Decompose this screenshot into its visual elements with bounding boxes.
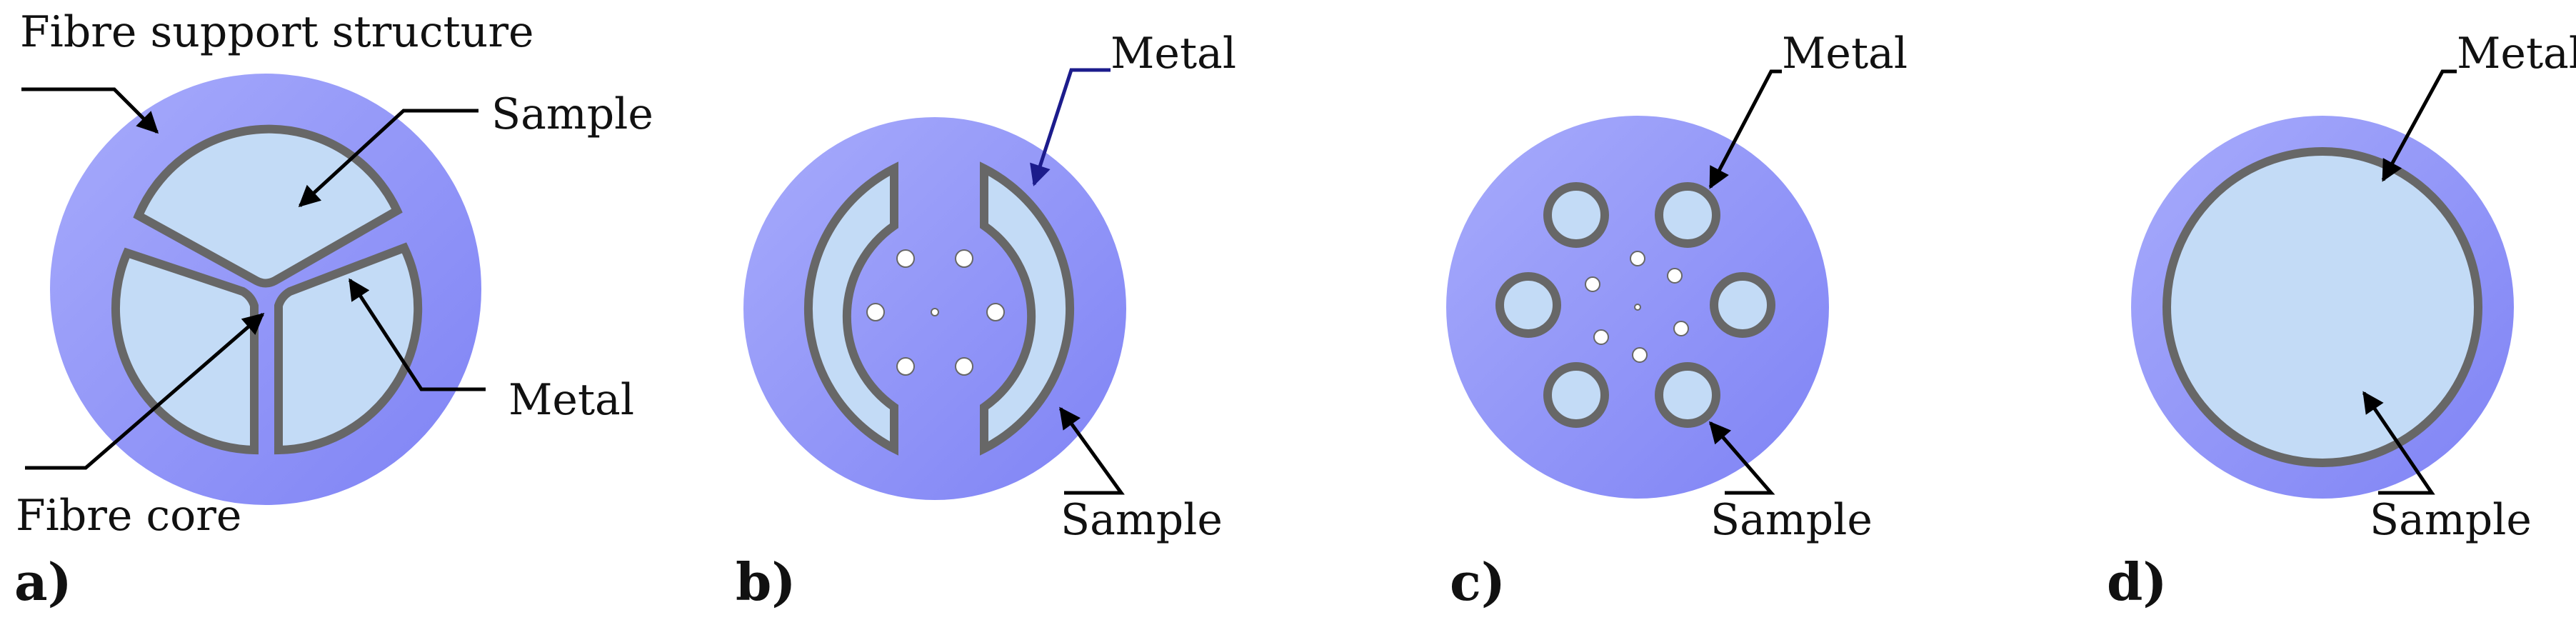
- leader-metal-d: [2381, 69, 2457, 182]
- panel-label-d: d): [2107, 551, 2167, 612]
- air-holes-c: [1585, 251, 1689, 363]
- sample-sector-left: [111, 247, 259, 455]
- sample-channel: [1543, 182, 1609, 248]
- leader-core-a: [25, 313, 265, 470]
- label-metal-b: Metal: [1111, 29, 1236, 79]
- panel-a: Fibre support structure Sample Metal Fib…: [14, 7, 653, 612]
- leader-sample-d: [2362, 391, 2435, 495]
- label-fibre-support-structure: Fibre support structure: [20, 7, 534, 57]
- label-metal-d: Metal: [2457, 29, 2576, 79]
- label-sample-c: Sample: [1710, 495, 1873, 545]
- panel-label-a: a): [14, 551, 72, 612]
- panel-label-c: c): [1450, 551, 1505, 612]
- air-hole: [896, 249, 915, 268]
- sample-core-d: [2162, 147, 2482, 467]
- label-fibre-core: Fibre core: [16, 491, 241, 541]
- air-hole-center: [1634, 304, 1641, 311]
- leader-sample-b: [1058, 406, 1125, 495]
- air-hole: [1673, 321, 1689, 336]
- label-sample-b: Sample: [1061, 495, 1223, 545]
- air-holes-b: [866, 249, 1005, 376]
- sample-channel: [1495, 272, 1561, 338]
- air-hole: [1632, 347, 1648, 363]
- air-hole-center: [931, 308, 939, 316]
- panel-b: Metal Sample b): [736, 29, 1236, 612]
- leader-metal-c: [1708, 69, 1782, 189]
- sample-channel: [1655, 362, 1720, 428]
- label-metal-a: Metal: [508, 375, 634, 425]
- sample-crescent-right: [980, 161, 1075, 456]
- sample-channel: [1655, 182, 1720, 248]
- sample-channel: [1543, 362, 1609, 428]
- air-hole: [986, 303, 1005, 321]
- leader-sample-c: [1709, 421, 1775, 495]
- air-hole: [1667, 268, 1683, 284]
- air-hole: [866, 303, 885, 321]
- air-hole: [1585, 276, 1600, 292]
- air-hole: [1630, 251, 1645, 266]
- leader-metal-a: [348, 278, 486, 391]
- sample-channel: [1710, 272, 1775, 338]
- label-sample-a: Sample: [491, 89, 653, 139]
- air-hole: [955, 357, 973, 376]
- sample-sector-right: [274, 242, 423, 455]
- air-hole: [896, 357, 915, 376]
- sample-channels-c: [1495, 182, 1775, 428]
- leader-support-a: [21, 87, 159, 134]
- panel-d: Metal Sample d): [2107, 29, 2576, 612]
- air-hole: [955, 249, 973, 268]
- leader-sample-a: [298, 109, 478, 208]
- panel-label-b: b): [736, 551, 796, 612]
- leader-metal-b: [1030, 68, 1111, 186]
- label-sample-d: Sample: [2370, 495, 2532, 545]
- sample-crescent-left: [803, 161, 898, 456]
- label-metal-c: Metal: [1782, 29, 1908, 79]
- air-hole: [1593, 329, 1609, 345]
- sample-sector-top: [133, 124, 403, 288]
- panel-c: Metal Sample c): [1446, 29, 1908, 612]
